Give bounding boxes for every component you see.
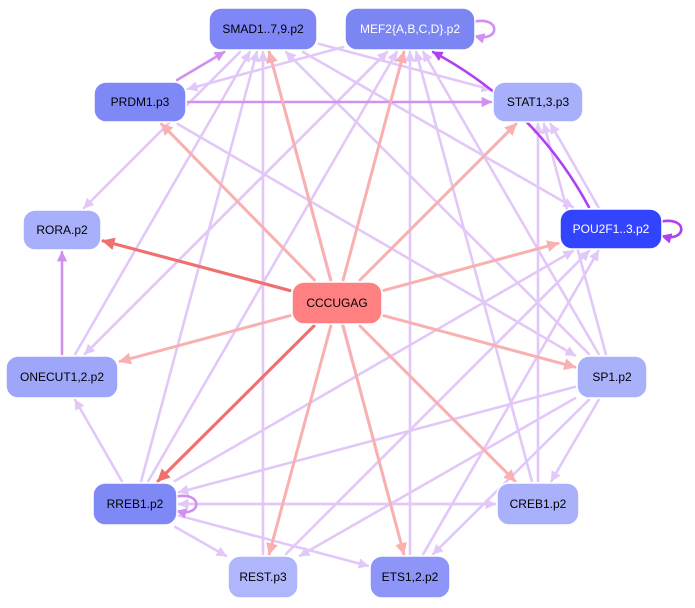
node-pou2f1[interactable]: POU2F1..3.p2: [559, 208, 663, 250]
edge-rreb1-to-rest: [174, 525, 228, 558]
edge-smad-to-rora: [82, 50, 242, 210]
edge-prdm1-to-smad: [175, 50, 226, 82]
edge-center-to-rora: [101, 237, 292, 293]
node-rora-box: [22, 209, 102, 251]
node-rora-label: RORA.p2: [36, 223, 88, 237]
node-ets-label: ETS1,2.p2: [382, 570, 439, 584]
node-prdm1-label: PRDM1.p3: [111, 95, 170, 109]
node-center[interactable]: CCCUGAG: [291, 281, 383, 325]
node-sp1-label: SP1.p2: [592, 370, 632, 384]
edge-rreb1-to-mef2: [147, 50, 398, 483]
node-pou2f1-label: POU2F1..3.p2: [573, 222, 650, 236]
edge-center-to-mef2: [341, 50, 407, 282]
edge-prdm1-to-sp1: [176, 122, 577, 357]
node-creb1[interactable]: CREB1.p2: [496, 482, 580, 526]
edge-center-to-pou2f1: [382, 240, 560, 292]
node-center-label: CCCUGAG: [306, 296, 367, 310]
self-loop-pou2f1: [659, 219, 683, 244]
node-center-box: [291, 281, 383, 325]
node-rest-box: [227, 555, 299, 599]
node-stat-label: STAT1,3.p3: [507, 95, 570, 109]
node-sp1[interactable]: SP1.p2: [576, 355, 648, 399]
edge-center-to-prdm1: [160, 122, 316, 282]
node-ets-box: [369, 555, 451, 599]
edge-smad-to-stat: [317, 42, 493, 93]
node-onecut-label: ONECUT1,2.p2: [20, 370, 104, 384]
node-smad-box: [208, 7, 318, 51]
node-mef2[interactable]: MEF2{A,B,C,D}.p2: [344, 7, 476, 51]
edge-rreb1-to-pou2f1: [173, 249, 575, 483]
node-rest[interactable]: REST.p3: [227, 555, 299, 599]
node-prdm1-box: [93, 81, 187, 123]
edge-pou2f1-to-stat: [549, 122, 600, 209]
node-layer: CCCUGAG SMAD1..7,9.p2 MEF2{A,B,C,D}.p2PRDM…: [5, 7, 663, 599]
node-smad[interactable]: SMAD1..7,9.p2: [208, 7, 318, 51]
edge-ets-to-pou2f1: [421, 249, 600, 556]
edge-center-to-smad: [266, 50, 333, 282]
node-creb1-label: CREB1.p2: [510, 497, 567, 511]
node-rora[interactable]: RORA.p2: [22, 209, 102, 251]
node-stat[interactable]: STAT1,3.p3: [492, 81, 584, 123]
node-stat-box: [492, 81, 584, 123]
edge-center-to-creb1: [358, 324, 517, 483]
node-pou2f1-box: [559, 208, 663, 250]
self-loop-mef2: [472, 19, 496, 44]
edge-center-to-ets: [341, 324, 407, 556]
edge-center-to-rreb1: [156, 324, 316, 483]
edge-layer: [56, 19, 683, 569]
node-creb1-box: [496, 482, 580, 526]
node-rreb1-label: RREB1.p2: [107, 497, 164, 511]
node-rest-label: REST.p3: [239, 570, 287, 584]
node-rreb1-box: [92, 482, 178, 526]
edge-center-to-rest: [266, 324, 333, 556]
edge-center-to-sp1: [382, 314, 577, 371]
node-mef2-box: [344, 7, 476, 51]
edge-sp1-to-rest: [298, 396, 577, 558]
edge-rreb1-to-onecut: [73, 398, 124, 483]
node-rreb1[interactable]: RREB1.p2: [92, 482, 178, 526]
edge-mef2-to-prdm1: [186, 45, 345, 92]
edge-center-to-onecut: [118, 314, 292, 365]
node-mef2-label: MEF2{A,B,C,D}.p2: [360, 22, 460, 36]
node-onecut-box: [5, 355, 119, 399]
self-loop-rreb1: [174, 494, 198, 519]
node-prdm1[interactable]: PRDM1.p3: [93, 81, 187, 123]
node-sp1-box: [576, 355, 648, 399]
node-smad-label: SMAD1..7,9.p2: [222, 22, 304, 36]
edge-center-to-stat: [358, 122, 518, 282]
node-ets[interactable]: ETS1,2.p2: [369, 555, 451, 599]
node-onecut[interactable]: ONECUT1,2.p2: [5, 355, 119, 399]
edge-sp1-to-creb1: [550, 398, 600, 483]
